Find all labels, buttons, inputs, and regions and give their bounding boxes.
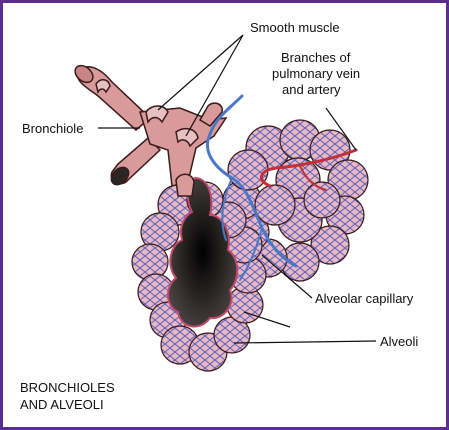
label-alveoli: Alveoli	[380, 334, 418, 349]
label-branches-line-1: Branches of	[281, 50, 351, 65]
pulmonary-artery	[260, 148, 358, 188]
label-alveolar-capillary: Alveolar capillary	[315, 291, 414, 306]
pulmonary-vessels	[205, 94, 358, 281]
bronchiole-airway	[74, 64, 228, 197]
alveolar-sac-lumen	[167, 176, 239, 328]
right-alveolar-cluster	[222, 119, 369, 282]
label-bronchiole: Bronchiole	[22, 121, 83, 136]
leader-lines	[98, 34, 377, 344]
label-branches-line-3: and artery	[282, 82, 341, 97]
label-branches-line-2: pulmonary vein	[272, 66, 360, 81]
caption-line-1: BRONCHIOLES	[20, 380, 115, 395]
label-smooth-muscle: Smooth muscle	[250, 20, 340, 35]
caption-line-2: AND ALVEOLI	[20, 397, 104, 412]
